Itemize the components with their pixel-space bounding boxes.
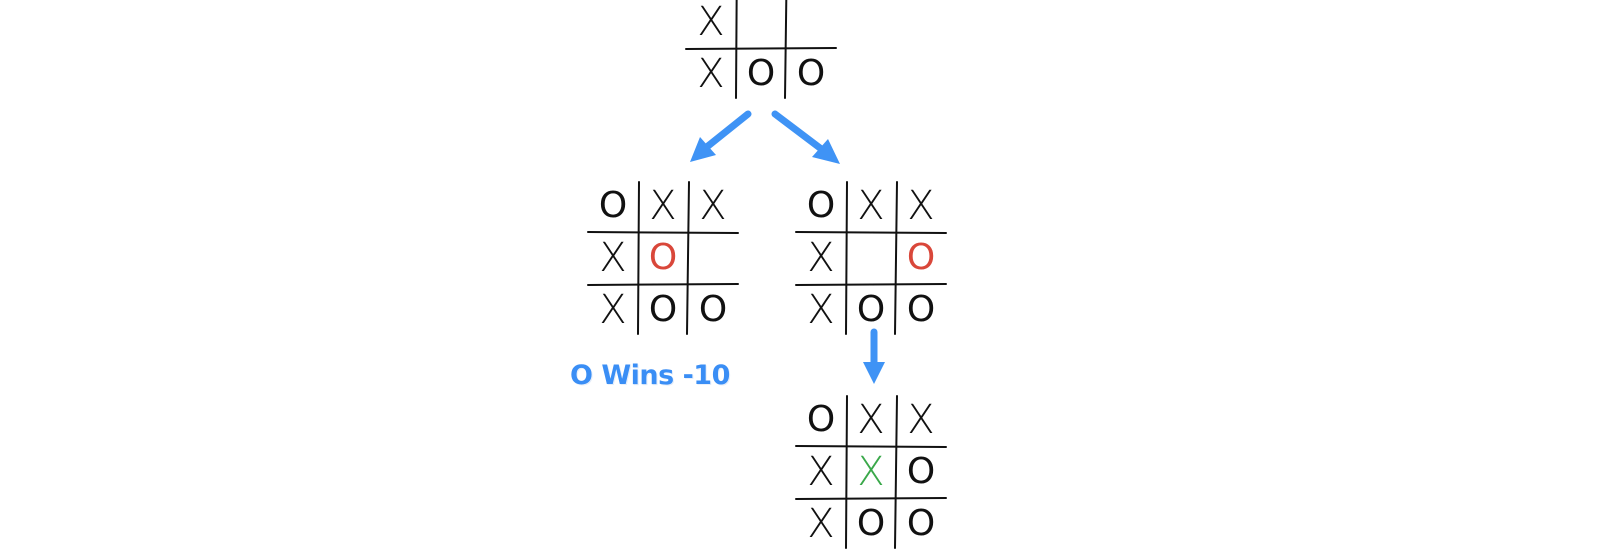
board-cell-empty: [846, 232, 896, 284]
board-cell-x-mark: X: [807, 449, 835, 495]
board-cell-empty: [736, 0, 786, 48]
board-cell-x-mark: X: [699, 183, 727, 229]
board-cell-o-mark: O: [806, 399, 836, 440]
board-cell-x-mark: X: [697, 51, 725, 97]
board-cell-o-mark: O: [796, 53, 826, 94]
board-cell-x-mark: X: [807, 501, 835, 547]
board-cell-o-mark: O: [906, 451, 936, 492]
grid-line-horizontal: [795, 445, 947, 448]
grid-line-horizontal: [795, 231, 947, 234]
board-cell-x-mark: X: [907, 183, 935, 229]
board-cell-o-mark: O: [598, 185, 628, 226]
grid-line-vertical: [637, 181, 640, 335]
o-wins-score-label: O Wins -10: [570, 360, 730, 391]
board-cell-x-mark: X: [857, 397, 885, 443]
board-cell-x-mark: X: [807, 235, 835, 281]
grid-line-horizontal: [795, 283, 947, 286]
board-grid-lines: [795, 181, 947, 335]
board-cell-x-mark: X: [807, 287, 835, 333]
board-cell-x-mark: X: [649, 183, 677, 229]
grid-line-vertical: [735, 0, 738, 99]
board-cell-o-mark: O: [856, 289, 886, 330]
board-cell-o-mark: O: [648, 289, 678, 330]
grid-line-horizontal: [685, 47, 837, 50]
board-grid-lines: [685, 0, 837, 99]
board-cell-o-mark: O: [648, 237, 678, 278]
board-cell-o-mark: O: [746, 53, 776, 94]
board-cell-x-mark: X: [907, 397, 935, 443]
board-cell-x-mark: X: [697, 0, 725, 45]
arrow-root-to-right: [771, 110, 840, 164]
board-cell-o-mark: O: [906, 289, 936, 330]
board-cell-x-mark: X: [857, 449, 885, 495]
arrow-root-to-left: [690, 110, 752, 162]
grid-line-vertical: [784, 0, 788, 99]
grid-line-horizontal: [587, 283, 739, 286]
grid-line-vertical: [894, 181, 898, 335]
grid-line-vertical: [845, 181, 848, 335]
board-cell-o-mark: O: [906, 237, 936, 278]
board-cell-o-mark: O: [698, 289, 728, 330]
board-cell-o-mark: O: [806, 185, 836, 226]
board-cell-o-mark: O: [906, 503, 936, 544]
board-cell-empty: [786, 0, 836, 48]
board-cell-x-mark: X: [599, 235, 627, 281]
board-cell-o-mark: O: [856, 503, 886, 544]
arrow-right-to-grandchild: [863, 328, 885, 384]
board-cell-x-mark: X: [599, 287, 627, 333]
grid-line-vertical: [686, 181, 690, 335]
board-cell-x-mark: X: [857, 183, 885, 229]
board-grid-lines: [587, 181, 739, 335]
board-cell-empty: [688, 232, 738, 284]
grid-line-horizontal: [587, 231, 739, 234]
